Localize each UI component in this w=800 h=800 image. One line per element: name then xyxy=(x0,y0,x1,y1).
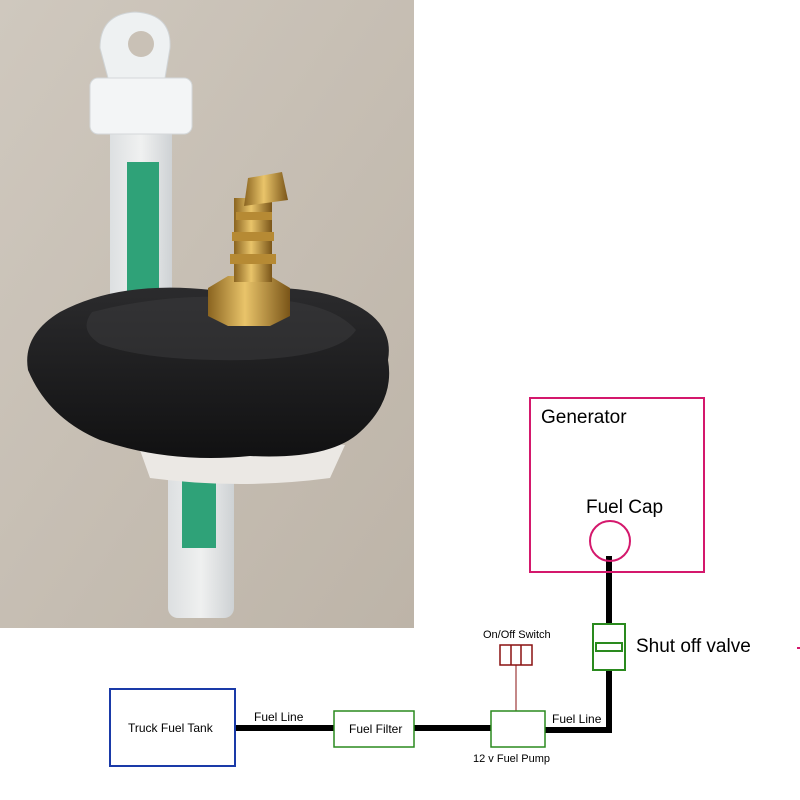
fuel-line-label-right: Fuel Line xyxy=(552,712,602,726)
generator-box xyxy=(529,397,705,573)
brass-barb-fitting xyxy=(208,172,290,326)
fuel-pump-label: 12 v Fuel Pump xyxy=(473,753,550,765)
fuel-cap-label: Fuel Cap xyxy=(586,497,663,518)
switch-label: On/Off Switch xyxy=(483,629,551,641)
fuel-filter-label: Fuel Filter xyxy=(349,722,402,736)
tube-hanger-hole xyxy=(128,31,154,57)
vent-tube xyxy=(89,11,234,618)
brass-barb-1 xyxy=(230,254,276,264)
truck-fuel-tank-label: Truck Fuel Tank xyxy=(128,721,214,735)
shutoff-valve: Shut off valve xyxy=(592,623,751,671)
product-photo xyxy=(0,0,414,628)
brass-tip xyxy=(244,172,288,206)
filter-media-upper xyxy=(127,162,159,312)
filter-media-lower xyxy=(182,478,216,548)
brass-barb-3 xyxy=(236,212,272,220)
fuel-filter-box xyxy=(333,710,415,748)
brass-hex-base xyxy=(208,276,290,326)
fuel-system-diagram: Generator Fuel Cap Shut off valve On/Off… xyxy=(109,397,800,767)
shutoff-valve-body xyxy=(592,623,626,671)
fuel-cap-circle xyxy=(589,520,631,562)
shutoff-valve-handle xyxy=(595,642,623,652)
brass-barb-2 xyxy=(232,232,274,241)
switch-body xyxy=(499,644,533,666)
on-off-switch: On/Off Switch xyxy=(483,629,551,711)
fuel-pump-box xyxy=(490,710,546,748)
fuel-line-label-left: Fuel Line xyxy=(254,710,304,724)
tube-top-cap xyxy=(89,77,193,135)
truck-fuel-tank-box xyxy=(109,688,236,767)
fuel-cap-photo xyxy=(27,172,390,484)
generator-label: Generator xyxy=(541,407,627,428)
shutoff-valve-label: Shut off valve xyxy=(636,636,751,657)
fuel-lines xyxy=(235,556,612,733)
